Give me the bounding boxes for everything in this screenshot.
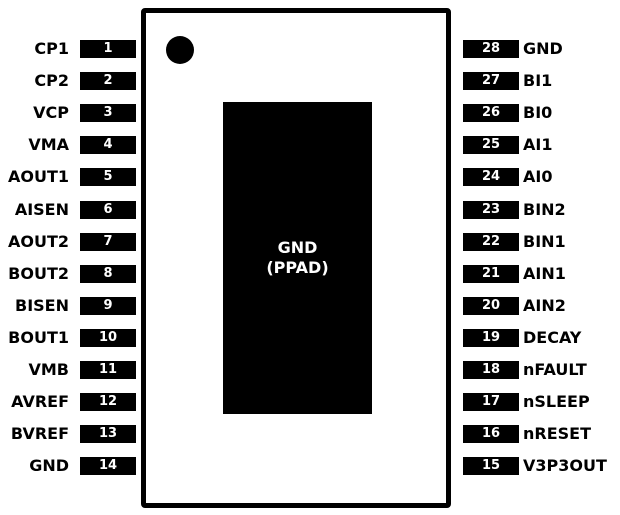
pin-number: 1 — [80, 40, 136, 58]
pin-number: 15 — [463, 457, 519, 476]
pin-name: BOUT1 — [8, 327, 69, 347]
pin-number: 9 — [80, 296, 136, 315]
pin-name: nRESET — [523, 424, 592, 444]
pin-left: BISEN 9 — [0, 296, 141, 316]
pin-name: BI0 — [523, 103, 553, 123]
pin-number: 2 — [80, 72, 136, 91]
pin-number: 16 — [463, 425, 519, 444]
pin-name: VMB — [28, 360, 70, 379]
pin-number: 23 — [463, 200, 519, 219]
pin1-indicator-dot — [166, 36, 194, 64]
pin-number: 11 — [80, 361, 136, 379]
pin-number: 28 — [463, 40, 519, 58]
pin-name: AI1 — [523, 135, 553, 155]
pin-number: 6 — [80, 200, 136, 219]
pin-name: AVREF — [11, 392, 69, 412]
pin-left: BVREF 13 — [0, 424, 141, 444]
pin-left: AISEN 6 — [0, 200, 141, 220]
pin-name: BISEN — [15, 295, 69, 315]
pin-name: CP1 — [34, 39, 69, 58]
pin-left: AOUT2 7 — [0, 232, 141, 252]
pin-number: 25 — [463, 136, 519, 155]
pin-number: 10 — [80, 328, 136, 347]
pin-number: 27 — [463, 72, 519, 91]
pin-number: 18 — [463, 361, 519, 379]
pin-number: 19 — [463, 328, 519, 347]
pin-number: 24 — [463, 168, 519, 187]
pin-left: CP1 1 — [0, 39, 141, 59]
pin-name: GND — [29, 456, 69, 476]
pin-name: AIN1 — [523, 263, 566, 283]
pin-number: 5 — [80, 168, 136, 187]
pin-name: BVREF — [10, 424, 69, 444]
pin-left: GND 14 — [0, 456, 141, 476]
pin-left: VMA 4 — [0, 135, 141, 155]
pin-name: BIN1 — [523, 231, 566, 251]
pin-name: GND — [523, 39, 563, 58]
pin-left: AOUT1 5 — [0, 167, 141, 187]
pin-number: 4 — [80, 136, 136, 155]
pin-number: 8 — [80, 264, 136, 283]
pin-number: 26 — [463, 104, 519, 123]
pin-left: CP2 2 — [0, 71, 141, 91]
thermal-pad: GND (PPAD) — [223, 102, 372, 414]
thermal-pad-label: GND — [277, 238, 318, 257]
pin-name: VMA — [28, 135, 69, 155]
pin-number: 7 — [80, 232, 136, 251]
thermal-pad-sublabel: (PPAD) — [266, 258, 329, 277]
pin-name: AOUT2 — [7, 231, 69, 251]
pin-number: 22 — [463, 232, 519, 251]
pin-number: 14 — [80, 457, 136, 476]
pin-number: 21 — [463, 264, 519, 283]
pin-number: 3 — [80, 104, 136, 123]
pin-left: BOUT2 8 — [0, 264, 141, 284]
pin-name: AISEN — [14, 199, 69, 219]
pin-name: DECAY — [523, 327, 582, 347]
pin-name: BOUT2 — [8, 263, 69, 283]
pin-left: VMB 11 — [0, 360, 141, 380]
pin-name: CP2 — [34, 71, 69, 91]
pin-left: AVREF 12 — [0, 392, 141, 412]
pin-name: AI0 — [523, 167, 553, 187]
pin-left: VCP 3 — [0, 103, 141, 123]
pin-name: BIN2 — [523, 199, 566, 219]
pin-name: nSLEEP — [523, 392, 590, 412]
pin-name: AIN2 — [523, 295, 566, 315]
pin-number: 20 — [463, 296, 519, 315]
pin-left: BOUT1 10 — [0, 328, 141, 348]
pin-number: 17 — [463, 393, 519, 412]
pin-name: AOUT1 — [7, 167, 69, 187]
pin-number: 13 — [80, 425, 136, 444]
pin-name: V3P3OUT — [523, 456, 607, 476]
pin-name: nFAULT — [523, 360, 587, 379]
pin-number: 12 — [80, 393, 136, 412]
pin-name: BI1 — [523, 71, 553, 91]
pin-name: VCP — [33, 103, 69, 123]
